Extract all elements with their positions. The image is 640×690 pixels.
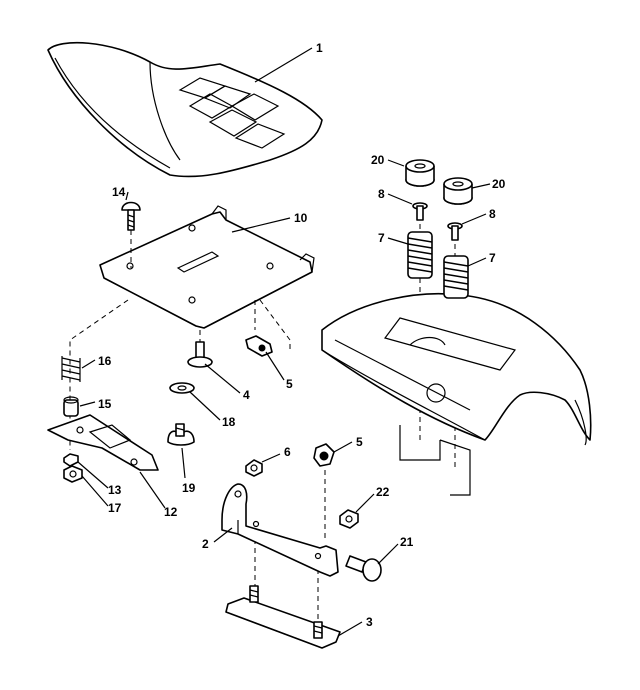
callout-8-right: 8 xyxy=(489,207,496,221)
callout-labels: 1 2 3 4 5 5 6 7 7 8 8 10 12 13 14 15 16 … xyxy=(98,41,506,629)
carriage-bolt xyxy=(121,201,141,231)
seat xyxy=(47,41,323,178)
callout-21: 21 xyxy=(400,535,414,549)
shoulder-bolt xyxy=(345,555,382,582)
seat-pan xyxy=(99,205,315,329)
fender xyxy=(321,292,592,496)
callout-20-right: 20 xyxy=(492,177,506,191)
pivot-bracket xyxy=(47,414,159,471)
shoulder-bolt-left xyxy=(412,202,428,221)
hex-nut xyxy=(245,459,263,477)
bumper-right xyxy=(443,177,473,205)
callout-16: 16 xyxy=(98,354,112,368)
flange-bolt xyxy=(187,341,213,368)
callout-19: 19 xyxy=(182,481,196,495)
callout-14: 14 xyxy=(112,185,126,199)
spacer xyxy=(63,396,79,417)
callout-3: 3 xyxy=(366,615,373,629)
leader-lines xyxy=(77,47,491,637)
callout-15: 15 xyxy=(98,397,112,411)
callout-18: 18 xyxy=(222,415,236,429)
spring-right xyxy=(443,255,469,299)
callout-5-lower: 5 xyxy=(356,435,363,449)
callout-13: 13 xyxy=(108,483,122,497)
callout-2: 2 xyxy=(202,537,209,551)
callout-7-right: 7 xyxy=(489,251,496,265)
callout-1: 1 xyxy=(316,41,323,55)
callout-5-upper: 5 xyxy=(286,377,293,391)
adjustment-knob xyxy=(167,423,195,446)
bumper-left xyxy=(405,159,435,187)
callout-8-left: 8 xyxy=(378,187,385,201)
nut-small xyxy=(63,453,79,467)
washer xyxy=(169,382,195,394)
seat-bracket xyxy=(221,483,339,577)
callout-4: 4 xyxy=(243,388,250,402)
spring-small xyxy=(61,356,81,382)
clip-upper xyxy=(245,335,273,357)
shoulder-bolt-right xyxy=(447,222,463,241)
spring-left xyxy=(407,231,433,279)
callout-7-left: 7 xyxy=(378,231,385,245)
callout-22: 22 xyxy=(376,485,390,499)
nut-large xyxy=(63,465,83,483)
callout-17: 17 xyxy=(108,501,122,515)
clip-lower xyxy=(313,443,335,467)
seat-plate xyxy=(225,585,341,649)
callout-20-left: 20 xyxy=(371,153,385,167)
callout-12: 12 xyxy=(164,505,178,519)
lock-nut xyxy=(339,509,359,529)
callout-10: 10 xyxy=(294,211,308,225)
callout-6: 6 xyxy=(284,445,291,459)
